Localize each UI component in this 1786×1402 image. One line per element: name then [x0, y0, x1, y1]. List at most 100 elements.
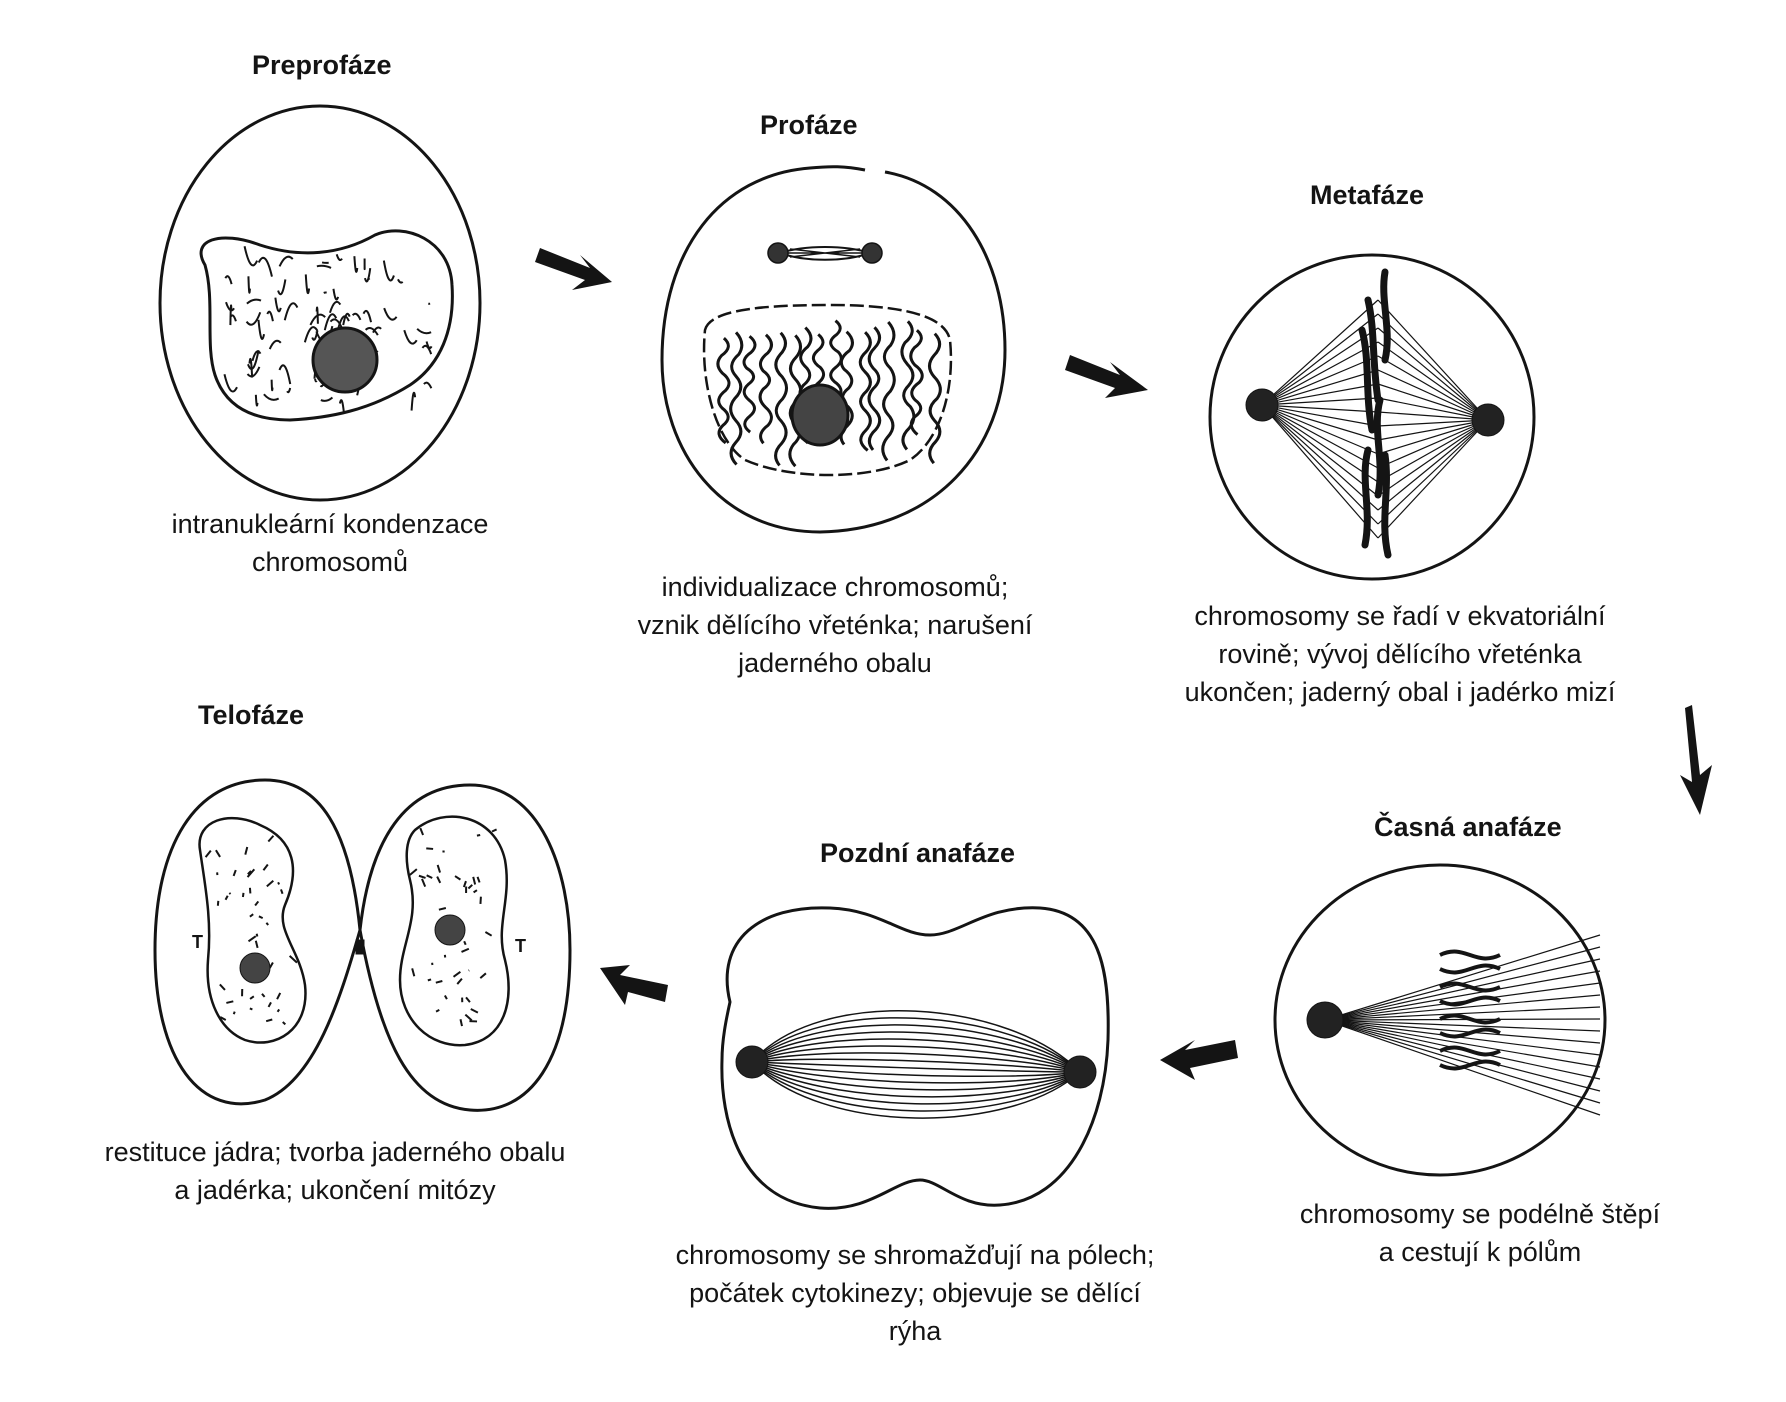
telophase-chromatin-strand: [266, 1019, 272, 1021]
spindle-fiber: [1262, 405, 1378, 510]
prophase-chromosome: [929, 334, 940, 464]
late-anaphase-cell: [722, 908, 1108, 1209]
spindle-fiber: [1325, 1019, 1600, 1020]
spindle-fiber: [1262, 300, 1378, 405]
late-anaphase-pole-right: [1064, 1056, 1096, 1088]
prophase-chromosome: [883, 322, 895, 460]
telophase-chromatin-strand: [474, 890, 477, 892]
telophase-chromatin-strand: [229, 893, 230, 894]
arrow-prophase-to-metaphase: [1065, 355, 1148, 398]
chromatin-strand: [256, 395, 258, 406]
telophase-chromatin-strand: [226, 896, 228, 900]
telophase-chromatin-strand: [454, 972, 461, 977]
spindle-fiber: [1378, 412, 1488, 420]
chromatin-strand: [279, 365, 290, 384]
telophase-chromatin-strand: [480, 973, 486, 978]
chromatin-strand: [404, 330, 416, 343]
spindle-fiber: [1378, 370, 1488, 420]
telophase-chromatin-strand: [466, 997, 470, 1002]
spindle-fiber: [1378, 356, 1488, 420]
telophase-chromatin-strand: [410, 869, 417, 875]
late-anaphase-fiber: [752, 1059, 1080, 1072]
prophase-nucleolus: [792, 385, 848, 445]
prophase-chromosome: [860, 332, 870, 450]
telophase-chromatin-strand: [468, 885, 472, 889]
telophase-chromatin-strand: [255, 901, 258, 905]
chromatin-strand: [275, 298, 280, 312]
telophase-chromatin-strand: [464, 941, 465, 944]
chromatin-strand: [364, 311, 372, 322]
telophase-marker-left: T: [192, 932, 203, 952]
telophase-chromatin-strand: [428, 979, 431, 980]
chromatin-strand: [259, 258, 272, 277]
stage-title-early-anaphase: Časná anafáze: [1374, 812, 1562, 843]
early-anaphase-chromosome: [1440, 998, 1500, 1005]
telophase-chromatin-strand: [492, 829, 497, 831]
telophase-chromatin-strand: [438, 865, 440, 873]
telophase-chromatin-strand: [420, 828, 423, 835]
spindle-fiber: [1325, 959, 1600, 1020]
chromatin-strand: [258, 320, 264, 339]
chromatin-strand: [264, 394, 279, 400]
telophase-chromatin-strand: [206, 851, 211, 857]
telophase-chromatin-strand: [436, 981, 443, 983]
telophase-chromatin-strand: [262, 994, 265, 997]
spindle-fiber: [1262, 356, 1378, 405]
early-anaphase-cell: [1275, 865, 1605, 1175]
telophase-chromatin-strand: [234, 870, 236, 876]
stage-caption-late-anaphase: chromosomy se shromažďují na pólech;počá…: [650, 1236, 1180, 1350]
telophase-chromatin-strand: [283, 1022, 286, 1024]
chromatin-strand: [245, 246, 258, 265]
early-anaphase-spindle: [1325, 935, 1600, 1115]
telophase-chromatin-strand: [281, 889, 283, 893]
chromatin-strand: [267, 312, 273, 321]
early-anaphase-chromosome: [1440, 952, 1500, 959]
telophase-chromatin-strand: [226, 1001, 233, 1003]
chromatin-strand: [398, 279, 403, 282]
telophase-chromatin-strand: [278, 1009, 280, 1011]
telophase-chromatin-strand: [220, 984, 225, 989]
chromatin-strand: [354, 256, 357, 272]
telophase-chromatin-strand: [477, 835, 480, 836]
telophase-chromatin-strand: [277, 993, 280, 999]
prophase-chromosome: [744, 336, 755, 432]
telophase-chromatin-strand: [250, 1008, 253, 1009]
telophase-chromatin-strand: [478, 877, 480, 883]
spindle-fiber: [1378, 328, 1488, 420]
telophase-chromatin-strand: [257, 934, 258, 937]
chromatin-strand: [330, 302, 340, 313]
chromatin-strand: [317, 308, 318, 324]
telophase-chromatin-strand: [250, 914, 253, 916]
telophase-chromatin-strand: [267, 881, 273, 887]
spindle-fiber: [1325, 971, 1600, 1020]
arrow-early-to-late-anaphase: [1160, 1040, 1238, 1080]
chromatin-strand: [306, 274, 309, 293]
telophase-chromatin-strand: [268, 836, 273, 842]
chromatin-strand: [278, 279, 285, 294]
chromatin-strand: [424, 383, 431, 389]
telophase-chromatin-strand: [426, 848, 433, 849]
telophase-chromatin-strand: [437, 877, 440, 883]
telophase-chromatin-strand: [439, 908, 446, 910]
chromatin-strand: [272, 380, 273, 391]
chromatin-strand: [384, 308, 396, 320]
telophase-chromatin-strand: [243, 893, 244, 897]
spindle-fiber: [1325, 1020, 1600, 1067]
prophase-chromosome: [776, 333, 787, 466]
telophase-chromatin-strand: [455, 876, 460, 880]
prophase-spindle: [768, 243, 882, 263]
spindle-fiber: [1262, 405, 1378, 496]
preprophase-nucleolus: [313, 328, 377, 392]
chromatin-strand: [384, 261, 394, 281]
chromatin-strand: [270, 341, 281, 349]
stage-caption-prophase: individualizace chromosomů;vznik dělícíh…: [610, 568, 1060, 682]
arrow-preprophase-to-prophase: [535, 248, 612, 290]
telophase-chromatin-strand: [263, 865, 267, 871]
spindle-fiber: [1262, 405, 1378, 538]
telophase-chromatin-strand: [462, 949, 469, 952]
prophase-cell: [662, 167, 1005, 532]
late-anaphase-pole-left: [736, 1046, 768, 1078]
chromatin-strand: [337, 254, 342, 260]
preprophase-cell: [160, 106, 480, 500]
